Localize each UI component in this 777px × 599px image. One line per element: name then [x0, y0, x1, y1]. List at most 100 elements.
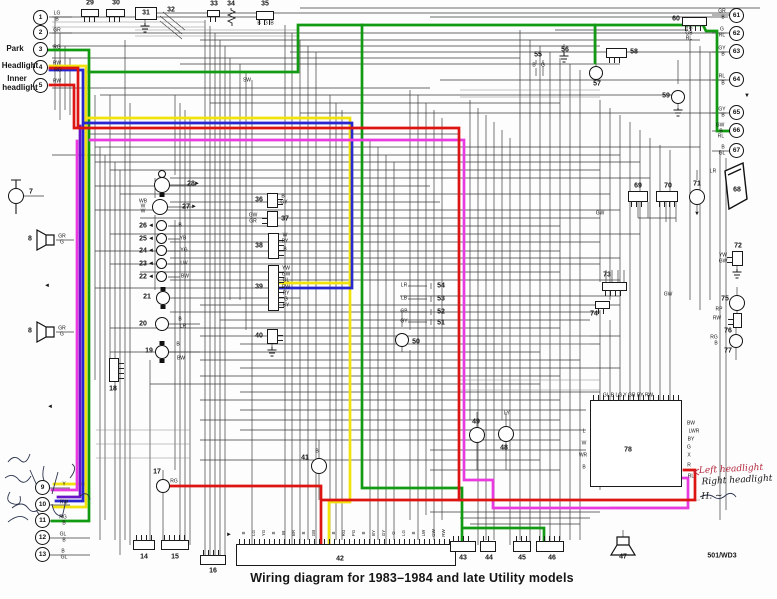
- diagram-label: 43: [459, 554, 467, 562]
- diagram-label: BR: [290, 529, 296, 537]
- component-circle: [158, 170, 166, 178]
- diagram-label: 16: [209, 567, 217, 575]
- diagram-label: 8: [28, 235, 32, 243]
- diagram-label: B: [721, 112, 725, 119]
- diagram-label: R: [687, 462, 691, 469]
- diagram-label: B: [330, 531, 336, 535]
- reference-code: 501/WD3: [707, 552, 737, 560]
- handwritten-note-h: H. ~: [701, 490, 723, 503]
- diagram-label: RL: [718, 32, 726, 39]
- resistor-icon: [226, 8, 237, 26]
- diagram-label: 36: [255, 196, 263, 204]
- diagram-label: GL B LG Y GR BY RW: [602, 392, 654, 399]
- diagram-label: LG: [400, 529, 406, 537]
- diagram-label: B: [714, 340, 718, 347]
- diagram-label: B: [582, 464, 586, 471]
- diagram-label: RG: [170, 478, 178, 485]
- diagram-label: B: [360, 531, 366, 535]
- diagram-label: B: [719, 128, 723, 135]
- connector-block: [81, 9, 99, 22]
- component-circle: [156, 245, 167, 256]
- mirror-component: [724, 161, 748, 211]
- wire-red: [48, 66, 461, 502]
- diagram-label: 49: [472, 418, 480, 426]
- diagram-label: 37: [281, 215, 289, 223]
- diagram-label: 32: [167, 6, 175, 14]
- diagram-label: 33: [210, 0, 218, 8]
- diagram-label: 27: [182, 203, 190, 211]
- connector-block: [207, 10, 220, 22]
- diagram-label: B: [283, 246, 287, 253]
- component-circle: [155, 317, 169, 331]
- diagram-label: B: [178, 316, 182, 323]
- diagram-label: 57: [593, 80, 601, 88]
- diagram-label: BW: [180, 273, 190, 280]
- diagram-label: RW: [281, 284, 291, 291]
- component-stub-lines: [24, 11, 738, 556]
- diagram-label: GW: [663, 291, 673, 298]
- diagram-label: 59: [662, 92, 670, 100]
- highlighted-wires: [45, 23, 731, 546]
- diagram-label: 60: [672, 15, 680, 23]
- diagram-label: 75: [721, 295, 729, 303]
- diagram-label: LWR: [688, 428, 700, 435]
- diagram-label: 44: [485, 554, 493, 562]
- diagram-label: Park: [6, 44, 24, 53]
- component-circle: [156, 271, 167, 282]
- diagram-label: RG: [53, 44, 61, 51]
- diagram-label: ◄: [148, 248, 154, 254]
- wire-magenta: [88, 138, 690, 510]
- connector-block: [262, 211, 278, 227]
- diagram-label: B: [257, 20, 261, 27]
- diagram-label: 45: [518, 554, 526, 562]
- diagram-label: 78: [624, 446, 632, 454]
- diagram-label: 20: [139, 320, 147, 328]
- connector-block: [109, 358, 124, 382]
- diagram-label: B: [61, 548, 65, 555]
- diagram-label: LR: [400, 282, 408, 289]
- diagram-label: RG: [59, 514, 67, 521]
- wire-yellow: [84, 116, 352, 546]
- diagram-label: 40: [255, 332, 263, 340]
- diagram-label: G: [720, 26, 724, 33]
- diagram-label: 14: [140, 553, 148, 561]
- diagram-label: GW: [281, 271, 291, 278]
- connector-block: [602, 282, 627, 296]
- component-circle: [689, 189, 705, 205]
- diagram-label: 55: [534, 51, 542, 59]
- diagram-label: RW: [52, 78, 62, 85]
- diagram-label: GR: [53, 27, 61, 34]
- component-circle: [152, 199, 168, 215]
- diagram-label: GW: [430, 529, 436, 537]
- component-circle: [156, 479, 170, 493]
- diagram-label: 47: [619, 553, 627, 561]
- diagram-label: G: [264, 20, 268, 27]
- diagram-label: LR: [179, 323, 187, 330]
- diagram-label: B: [721, 80, 725, 87]
- diagram-label: Headlight: [1, 61, 39, 70]
- antenna-icon: [11, 179, 21, 214]
- diagram-label: GL: [59, 531, 67, 538]
- diagram-label: GL: [718, 150, 726, 157]
- terminal-circle: 11: [35, 513, 50, 528]
- diagram-label: RW: [52, 60, 62, 67]
- diagram-label: 71: [693, 180, 701, 188]
- diagram-label: GL: [282, 277, 290, 284]
- diagram-label: GY: [380, 529, 386, 537]
- diagram-label: LB: [400, 295, 408, 302]
- diagram-label: RW: [712, 315, 722, 322]
- connector-block: [267, 329, 283, 344]
- diagram-label: GR: [718, 8, 726, 15]
- diagram-label: B: [410, 531, 416, 535]
- diagram-label: L: [582, 428, 586, 435]
- diagram-label: G: [284, 296, 288, 303]
- component-circle: [156, 233, 167, 244]
- terminal-circle: 3: [33, 42, 48, 57]
- component-circle: [395, 333, 409, 347]
- component-circle: [469, 427, 485, 443]
- terminal-circle: 9: [35, 480, 50, 495]
- diagram-label: B: [62, 520, 66, 527]
- connector-block: [268, 265, 284, 311]
- component-circle: [311, 458, 327, 474]
